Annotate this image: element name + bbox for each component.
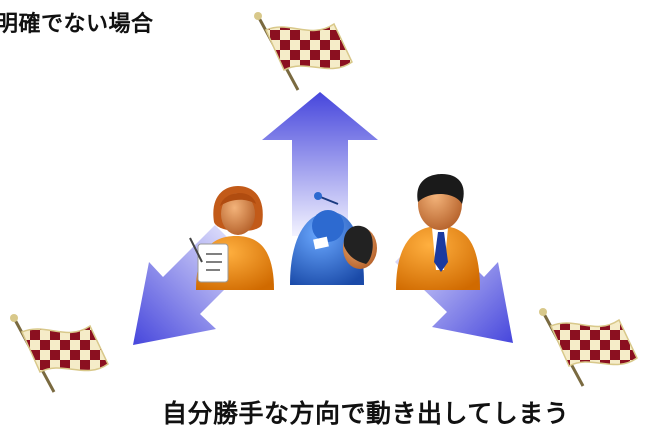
flag-icon-top <box>254 12 353 91</box>
top-caption: 明確でない場合 <box>0 12 154 37</box>
person-icon-woman <box>189 186 274 290</box>
bottom-caption: 自分勝手な方向で動き出してしまう <box>162 399 570 428</box>
person-icon-man <box>396 174 480 290</box>
flag-icon-left <box>10 314 109 393</box>
arrow-up-icon <box>262 92 378 236</box>
person-icon-center <box>290 192 377 285</box>
flag-icon-right <box>539 308 638 387</box>
